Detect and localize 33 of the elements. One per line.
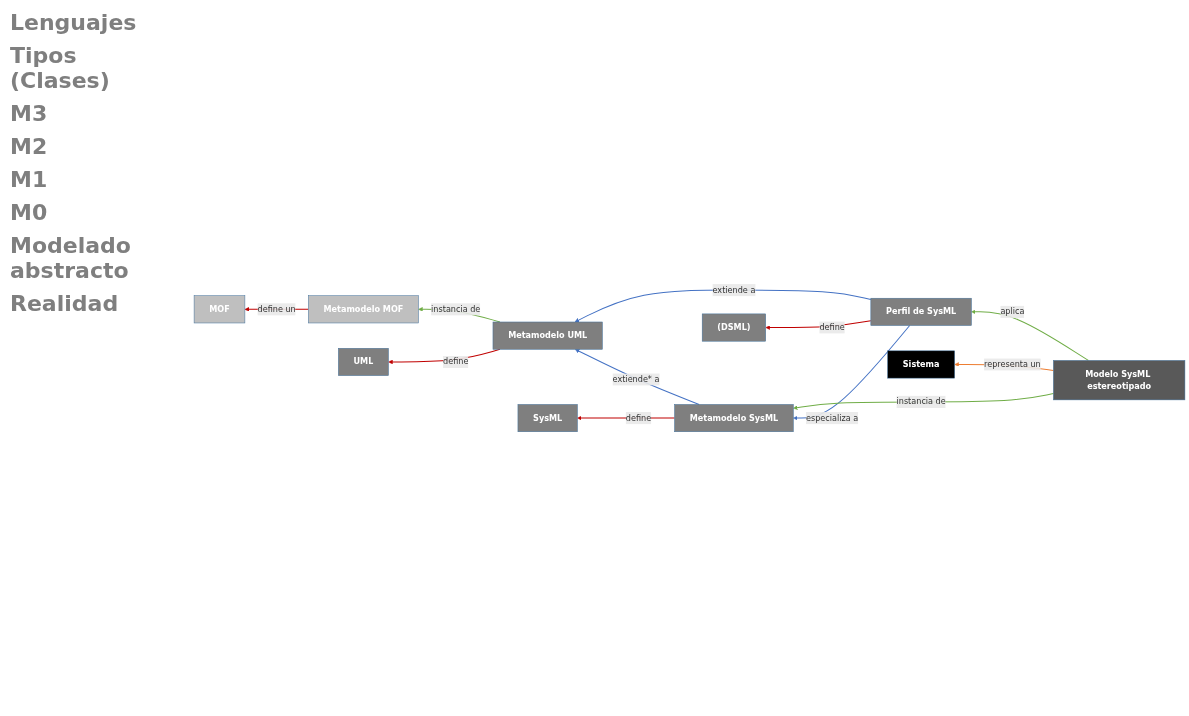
node-box: Sistema: [887, 350, 955, 379]
edge-label: define: [443, 356, 469, 367]
node-box: Metamodelo UML: [492, 321, 603, 350]
edge-label: define un: [257, 304, 296, 314]
level-label: Realidad: [10, 291, 120, 316]
edge-label: extiende a: [712, 285, 756, 295]
edge-label: representa un: [984, 359, 1041, 370]
node-box: SysML: [517, 404, 578, 433]
edge-label: extiende* a: [612, 374, 660, 385]
node-box: Metamodelo MOF: [308, 295, 419, 324]
level-label: Tipos (Clases): [10, 43, 111, 93]
edge-label: define: [625, 413, 652, 423]
node-box: Metamodelo SysML: [674, 404, 794, 433]
level-label: M0: [10, 200, 49, 225]
level-label: M1: [10, 167, 49, 192]
edge-label: aplica: [1000, 306, 1025, 317]
node-box: (DSML): [701, 313, 766, 342]
level-label: M3: [10, 101, 49, 126]
edge-label: instancia de: [896, 396, 946, 407]
edge-label: especializa a: [805, 413, 859, 423]
node-box: MOF: [193, 295, 246, 324]
node-box: Perfil de SysML: [870, 298, 972, 326]
arrow: [793, 393, 1054, 410]
level-label: M2: [10, 134, 49, 159]
edge-label: define: [819, 322, 845, 333]
level-label: Modelado abstracto: [10, 233, 132, 283]
node-box: UML: [338, 348, 389, 376]
level-label: Lenguajes: [10, 10, 138, 35]
arrow: [793, 325, 911, 421]
arrow: [575, 349, 700, 406]
arrow: [971, 309, 1089, 362]
edge-label: instancia de: [431, 304, 481, 314]
node-box: Modelo SysML estereotipado: [1053, 360, 1186, 401]
